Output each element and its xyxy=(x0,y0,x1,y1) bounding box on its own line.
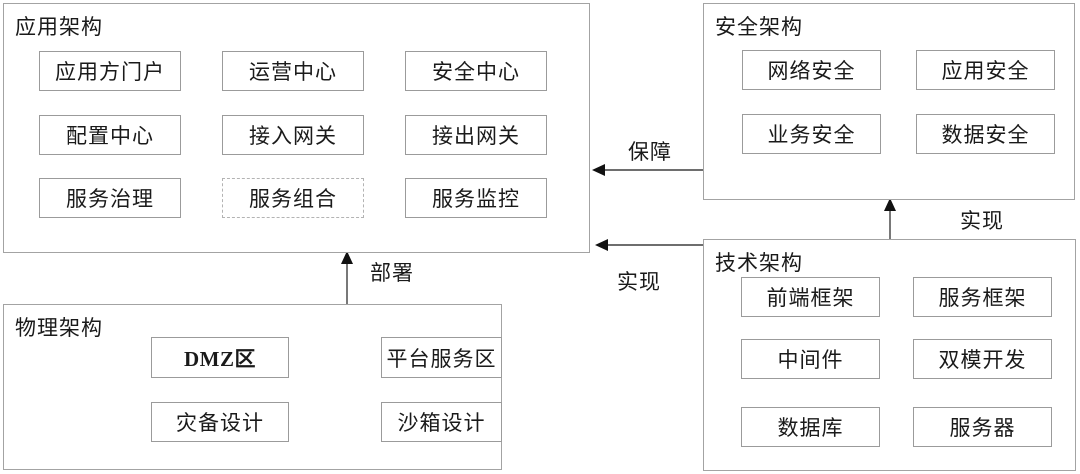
box-business-security: 业务安全 xyxy=(742,114,881,154)
label-realize-up: 实现 xyxy=(960,209,1004,233)
box-inbound-gateway: 接入网关 xyxy=(222,115,364,155)
box-disaster-recovery-design: 灾备设计 xyxy=(151,402,289,442)
box-middleware: 中间件 xyxy=(741,339,880,379)
realize-left-arrow xyxy=(595,239,703,251)
panel-security-title: 安全架构 xyxy=(715,15,803,39)
box-service-governance: 服务治理 xyxy=(39,178,181,218)
panel-physical-architecture: 物理架构 DMZ区 平台服务区 灾备设计 沙箱设计 xyxy=(3,304,502,470)
box-application-security: 应用安全 xyxy=(916,50,1055,90)
panel-application-architecture: 应用架构 应用方门户 运营中心 安全中心 配置中心 接入网关 接出网关 服务治理… xyxy=(3,3,590,253)
box-application-portal: 应用方门户 xyxy=(39,51,181,91)
panel-physical-title: 物理架构 xyxy=(15,316,103,340)
box-data-security: 数据安全 xyxy=(916,114,1055,154)
panel-security-architecture: 安全架构 网络安全 应用安全 业务安全 数据安全 xyxy=(703,3,1075,200)
box-outbound-gateway: 接出网关 xyxy=(405,115,547,155)
box-config-center: 配置中心 xyxy=(39,115,181,155)
box-security-center: 安全中心 xyxy=(405,51,547,91)
box-service-framework: 服务框架 xyxy=(913,277,1052,317)
deploy-arrow xyxy=(341,251,353,304)
box-operation-center: 运营中心 xyxy=(222,51,364,91)
label-deploy: 部署 xyxy=(370,261,414,285)
box-database: 数据库 xyxy=(741,407,880,447)
label-realize-left: 实现 xyxy=(617,270,661,294)
label-guarantee: 保障 xyxy=(628,140,672,164)
box-dual-mode-development: 双模开发 xyxy=(913,339,1052,379)
panel-application-title: 应用架构 xyxy=(15,15,103,39)
panel-technology-architecture: 技术架构 前端框架 服务框架 中间件 双模开发 数据库 服务器 xyxy=(703,239,1076,471)
box-network-security: 网络安全 xyxy=(742,50,881,90)
box-server: 服务器 xyxy=(913,407,1052,447)
box-service-monitoring: 服务监控 xyxy=(405,178,547,218)
box-platform-service-zone: 平台服务区 xyxy=(381,337,502,378)
realize-up-arrow xyxy=(884,198,896,239)
box-dmz-zone: DMZ区 xyxy=(151,337,289,378)
box-sandbox-design: 沙箱设计 xyxy=(381,402,502,442)
box-service-composition: 服务组合 xyxy=(222,178,364,218)
panel-technology-title: 技术架构 xyxy=(715,251,803,275)
box-frontend-framework: 前端框架 xyxy=(741,277,880,317)
